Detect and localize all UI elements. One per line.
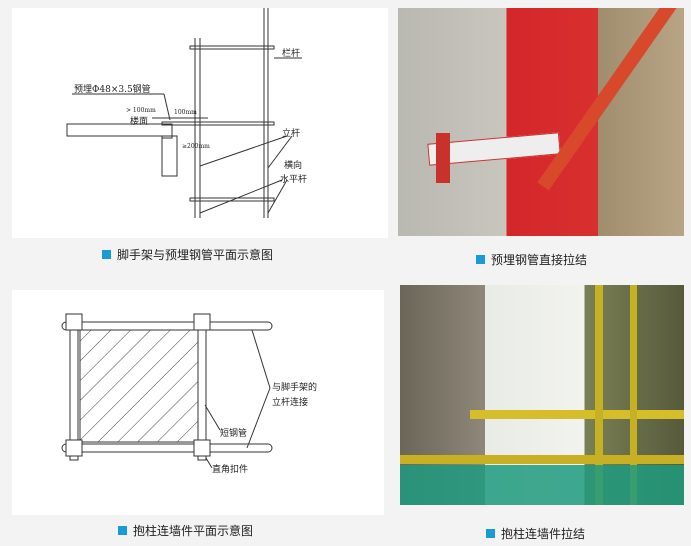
bullet-icon [102, 250, 111, 259]
label-connect-upright-2: 立杆连接 [272, 396, 308, 408]
label-embedded-pipe: 预埋Φ48×3.5钢管 [74, 83, 151, 95]
label-short-pipe: 短钢管 [220, 427, 247, 439]
label-floor: 楼面 [130, 115, 148, 127]
label-200mm: ≥200mm [182, 143, 210, 150]
caption-text: 脚手架与预埋钢管平面示意图 [117, 248, 274, 262]
diagram-scaffold-embedded-pipe: 预埋Φ48×3.5钢管 > 100mm 100mm 楼面 ≥200mm 栏杆 立… [12, 8, 388, 238]
bullet-icon [476, 255, 485, 264]
caption-text: 抱柱连墙件平面示意图 [133, 524, 254, 538]
photo-column-tie [400, 285, 684, 505]
label-railing: 栏杆 [282, 47, 300, 59]
label-right-angle-coupler: 直角扣件 [212, 463, 248, 475]
caption-1: 脚手架与预埋钢管平面示意图 [102, 246, 273, 263]
bullet-icon [486, 529, 495, 538]
photo-embedded-pipe-tie [398, 8, 684, 236]
label-connect-upright: 与脚手架的 [272, 381, 317, 393]
label-horizontal-bar: 水平杆 [280, 173, 307, 185]
label-transverse: 横向 [284, 159, 302, 171]
caption-4: 抱柱连墙件拉结 [486, 525, 585, 542]
bullet-icon [118, 526, 127, 535]
caption-text: 预埋钢管直接拉结 [491, 253, 588, 267]
caption-3: 抱柱连墙件平面示意图 [118, 522, 253, 539]
label-gt100: > 100mm [126, 107, 156, 114]
label-100mm: 100mm [174, 109, 197, 116]
caption-2: 预埋钢管直接拉结 [476, 251, 587, 268]
label-upright: 立杆 [282, 127, 300, 139]
diagram-column-tie: 与脚手架的 立杆连接 短钢管 直角扣件 [12, 290, 384, 515]
caption-text: 抱柱连墙件拉结 [501, 527, 586, 541]
